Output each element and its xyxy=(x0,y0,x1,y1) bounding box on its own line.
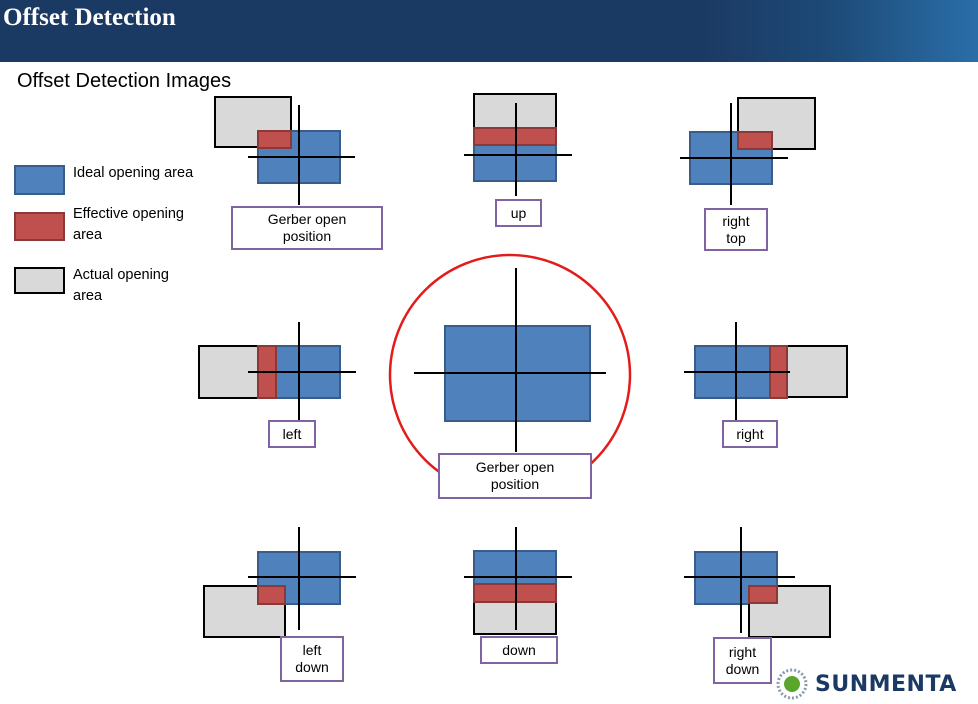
diagram-right-top xyxy=(680,97,816,205)
logo-text: SUNMENTA xyxy=(815,671,957,697)
diagram-right-down xyxy=(684,527,831,638)
diagram-center xyxy=(388,253,632,497)
label-down: down xyxy=(480,636,558,664)
diagram-top-left xyxy=(214,96,355,205)
label-right: right xyxy=(722,420,778,448)
legend-actual-swatch xyxy=(14,267,65,294)
legend-ideal-swatch xyxy=(14,165,65,195)
label-left: left xyxy=(268,420,316,448)
header-bar: Offset Detection xyxy=(0,0,978,62)
label-left-down: left down xyxy=(280,636,344,682)
diagram-left xyxy=(198,322,356,420)
diagram-right xyxy=(684,322,848,422)
label-top-left: Gerber open position xyxy=(231,206,383,250)
label-right-top: right top xyxy=(704,208,768,251)
slide-subtitle: Offset Detection Images xyxy=(17,70,232,92)
legend-effective-label: Effective opening area xyxy=(73,206,184,243)
diagram-down xyxy=(464,527,572,635)
legend-ideal-label: Ideal opening area xyxy=(73,165,194,181)
label-center: Gerber open position xyxy=(438,453,592,499)
company-logo: SUNMENTA xyxy=(775,668,957,700)
slide-title: Offset Detection xyxy=(3,4,176,31)
logo-globe-icon xyxy=(776,668,808,700)
diagram-left-down xyxy=(203,527,356,638)
diagram-up xyxy=(464,93,572,196)
label-right-down: right down xyxy=(713,637,772,684)
legend-effective-swatch xyxy=(14,212,65,241)
legend-actual-label: Actual opening area xyxy=(73,267,169,304)
label-up: up xyxy=(495,199,542,227)
